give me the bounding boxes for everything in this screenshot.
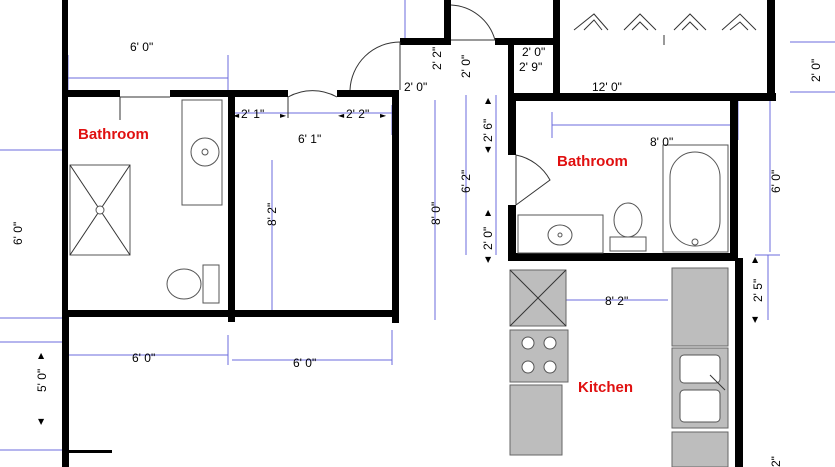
dim-label: 12' 0" [592, 80, 622, 94]
svg-text:▲: ▲ [485, 208, 492, 217]
svg-text:►: ► [380, 111, 387, 120]
svg-text:◄: ◄ [338, 111, 345, 120]
dimension-labels: 6' 0" 2' 1" 2' 2" 6' 1" 2' 0" 2' 0" 2' 9… [11, 40, 823, 467]
left-bathroom-fixtures [69, 99, 223, 304]
dim-label: 2' 2" [430, 47, 444, 70]
counter-icon [671, 267, 729, 347]
doors [119, 4, 551, 206]
svg-text:▼: ▼ [485, 145, 492, 154]
dim-label: 2' 9" [519, 60, 542, 74]
dim-label: 2" [769, 456, 783, 467]
kitchen-fixtures [509, 267, 729, 467]
dim-label: 6' 1" [298, 132, 321, 146]
counter-icon [509, 384, 563, 456]
svg-text:▼: ▼ [752, 315, 759, 324]
dim-label: 8' 2" [265, 203, 279, 226]
dimension-lines [0, 0, 835, 451]
dim-label: 2' 1" [241, 107, 264, 121]
dim-label: 2' 6" [481, 119, 495, 142]
toilet-tank-icon [609, 236, 647, 252]
dim-label: 2' 0" [404, 80, 427, 94]
dim-label: 6' 0" [132, 351, 155, 365]
room-labels: Bathroom Bathroom Kitchen [78, 126, 633, 396]
room-label-kitchen: Kitchen [578, 379, 633, 396]
dim-label: 2' 0" [809, 59, 823, 82]
room-label-bathroom-right: Bathroom [557, 153, 628, 170]
toilet-icon [613, 202, 643, 238]
svg-text:▲: ▲ [752, 255, 759, 264]
dim-label: 2' 5" [751, 279, 765, 302]
svg-text:◄: ◄ [233, 111, 240, 120]
room-label-bathroom-left: Bathroom [78, 126, 149, 143]
right-bathroom-fixtures [517, 144, 729, 254]
svg-text:▼: ▼ [485, 255, 492, 264]
svg-text:▲: ▲ [38, 351, 45, 360]
svg-text:▼: ▼ [38, 417, 45, 426]
dim-label: 6' 0" [11, 222, 25, 245]
dim-label: 8' 0" [429, 202, 443, 225]
dim-label: 2' 0" [459, 55, 473, 78]
dim-label: 6' 2" [459, 170, 473, 193]
svg-text:►: ► [280, 111, 287, 120]
dim-label: 2' 0" [522, 45, 545, 59]
dim-label: 5' 0" [35, 369, 49, 392]
toilet-tank-icon [202, 264, 220, 304]
svg-text:▲: ▲ [485, 96, 492, 105]
counter-icon [671, 431, 729, 467]
walls [62, 0, 776, 467]
dim-label: 6' 0" [130, 40, 153, 54]
dim-label: 6' 0" [769, 170, 783, 193]
toilet-icon [166, 268, 202, 300]
dimension-arrows: ◄ ► ◄ ► ▲ ▼ ▲ ▼ ▲ ▼ ▲ ▼ [38, 96, 759, 426]
dim-label: 8' 2" [605, 294, 628, 308]
dim-label: 2' 2" [346, 107, 369, 121]
dim-label: 8' 0" [650, 135, 673, 149]
stove-icon [509, 329, 569, 383]
dim-label: 6' 0" [293, 356, 316, 370]
dim-label: 2' 0" [481, 227, 495, 250]
closet-hangers [573, 13, 757, 45]
